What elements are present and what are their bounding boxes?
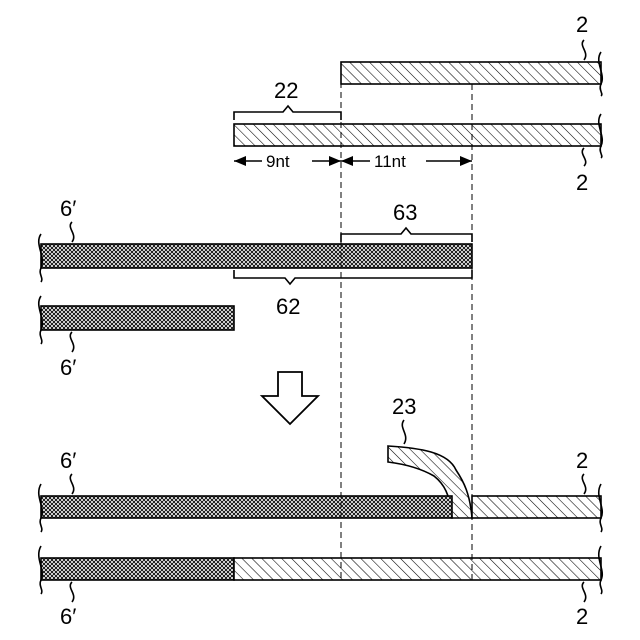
down-arrow-icon: [262, 372, 318, 424]
label-leader-result-2-lower: [582, 582, 585, 602]
label-result-2-lower: 2: [576, 604, 588, 629]
label-leader-6-upper: [70, 222, 73, 242]
probe-6-lower: [41, 306, 234, 330]
label-leader-2-lower: [582, 148, 585, 166]
label-leader-result-6-lower: [70, 582, 73, 602]
strand-2-lower: [234, 124, 601, 146]
label-62: 62: [276, 294, 300, 319]
label-leader-6-lower: [70, 332, 73, 352]
label-result-2-upper: 2: [576, 448, 588, 473]
probe-6-upper: [41, 244, 472, 268]
bracket-63: [341, 228, 472, 242]
result-strand-2-lower: [234, 558, 601, 580]
label-22: 22: [274, 78, 298, 103]
bracket-62: [234, 270, 472, 284]
result-probe-6-lower: [41, 558, 234, 580]
label-2-lower: 2: [576, 170, 588, 195]
dim-9nt: 9nt: [234, 152, 341, 171]
svg-text:9nt: 9nt: [266, 152, 290, 171]
label-23: 23: [392, 394, 416, 419]
label-63: 63: [393, 200, 417, 225]
label-result-6-upper: 6′: [60, 448, 76, 473]
result-strand-2-upper: [472, 496, 601, 518]
dim-11nt: 11nt: [341, 152, 472, 171]
label-leader-result-6-upper: [70, 474, 73, 494]
label-result-6-lower: 6′: [60, 604, 76, 629]
strand-2-upper: [341, 62, 601, 84]
bracket-22: [234, 106, 341, 120]
label-leader-2-upper: [582, 40, 585, 60]
label-leader-result-2-upper: [582, 474, 585, 494]
label-6-upper: 6′: [60, 196, 76, 221]
svg-text:11nt: 11nt: [374, 152, 406, 171]
label-6-lower: 6′: [60, 355, 76, 380]
label-leader-23: [402, 420, 405, 444]
result-probe-6-upper: [41, 496, 452, 518]
label-2-upper: 2: [576, 12, 588, 37]
